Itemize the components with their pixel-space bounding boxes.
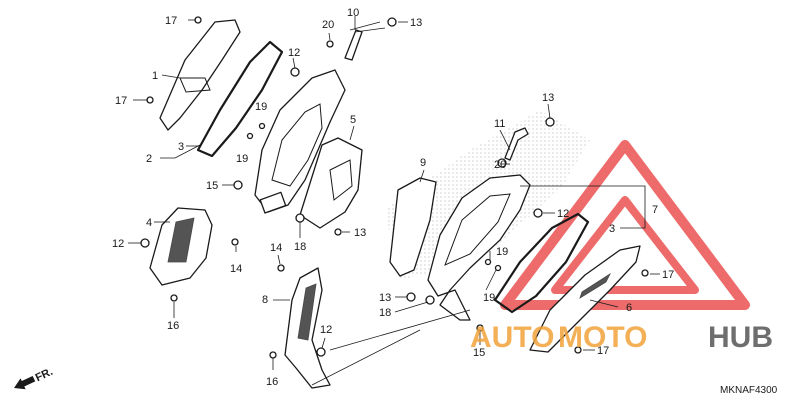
- front-arrow-label: FR.: [34, 366, 55, 384]
- callout-3: 3: [178, 141, 184, 153]
- callout-17: 17: [662, 269, 674, 281]
- watermark-text: AUTO MOTO HUB: [470, 321, 773, 354]
- callout-17: 17: [597, 345, 609, 357]
- diagram-code: MKNAF4300: [720, 385, 778, 396]
- part-3-gasket-right: [493, 212, 590, 314]
- part-9-panel: [389, 177, 437, 277]
- callout-5: 5: [350, 114, 356, 126]
- callout-11: 11: [494, 118, 505, 130]
- watermark-hub: HUB: [708, 321, 773, 354]
- leader-lines: [128, 16, 660, 386]
- callout-10: 10: [347, 7, 359, 19]
- callout-12: 12: [320, 324, 332, 336]
- callout-16: 16: [167, 320, 179, 332]
- callout-14: 14: [230, 263, 242, 275]
- callout-12: 12: [112, 238, 124, 250]
- callout-8: 8: [262, 294, 268, 306]
- callout-20: 20: [494, 159, 506, 171]
- part-10-clip: [344, 29, 363, 61]
- callout-13: 13: [410, 17, 422, 29]
- callout-7: 7: [652, 204, 658, 216]
- part-2-inner-cover: [254, 69, 346, 214]
- callout-19: 19: [483, 292, 495, 304]
- callout-13: 13: [354, 227, 366, 239]
- part-3-gasket-left: [196, 40, 284, 158]
- callout-19: 19: [255, 101, 267, 113]
- callout-15: 15: [206, 180, 218, 192]
- callout-2: 2: [146, 153, 152, 165]
- callout-13: 13: [542, 92, 554, 104]
- callout-17: 17: [165, 15, 177, 27]
- callout-18: 18: [294, 241, 306, 253]
- callout-13: 13: [379, 292, 391, 304]
- callout-19: 19: [496, 246, 508, 258]
- part-8-lower-bracket: [284, 267, 331, 389]
- watermark-logo: [500, 140, 750, 310]
- callout-12: 12: [288, 47, 300, 59]
- part-11-clip: [504, 127, 529, 161]
- callout-14: 14: [270, 242, 282, 254]
- watermark-auto: AUTO: [470, 321, 554, 354]
- part-5-bracket: [299, 137, 363, 229]
- callout-1: 1: [152, 70, 158, 82]
- front-arrow: FR.: [14, 366, 55, 390]
- callout-6: 6: [626, 302, 632, 314]
- part-4-grille: [149, 207, 213, 286]
- part-6-outer-cover: [529, 245, 641, 353]
- callout-19: 19: [236, 153, 248, 165]
- callouts: 17 20 10 13 12 1 17 19 5 2 3 19 15 4 12 …: [112, 7, 674, 388]
- callout-20: 20: [322, 19, 334, 31]
- callout-16: 16: [266, 376, 278, 388]
- callout-15: 15: [473, 347, 485, 359]
- part-1-side-cover: [159, 19, 241, 131]
- callout-3: 3: [609, 223, 615, 235]
- callout-17: 17: [115, 95, 127, 107]
- part-7-side-cover: [427, 174, 531, 321]
- callout-9: 9: [420, 157, 426, 169]
- callout-4: 4: [146, 217, 152, 229]
- watermark-moto: MOTO: [558, 321, 647, 354]
- callout-12: 12: [557, 208, 569, 220]
- callout-18: 18: [379, 307, 391, 319]
